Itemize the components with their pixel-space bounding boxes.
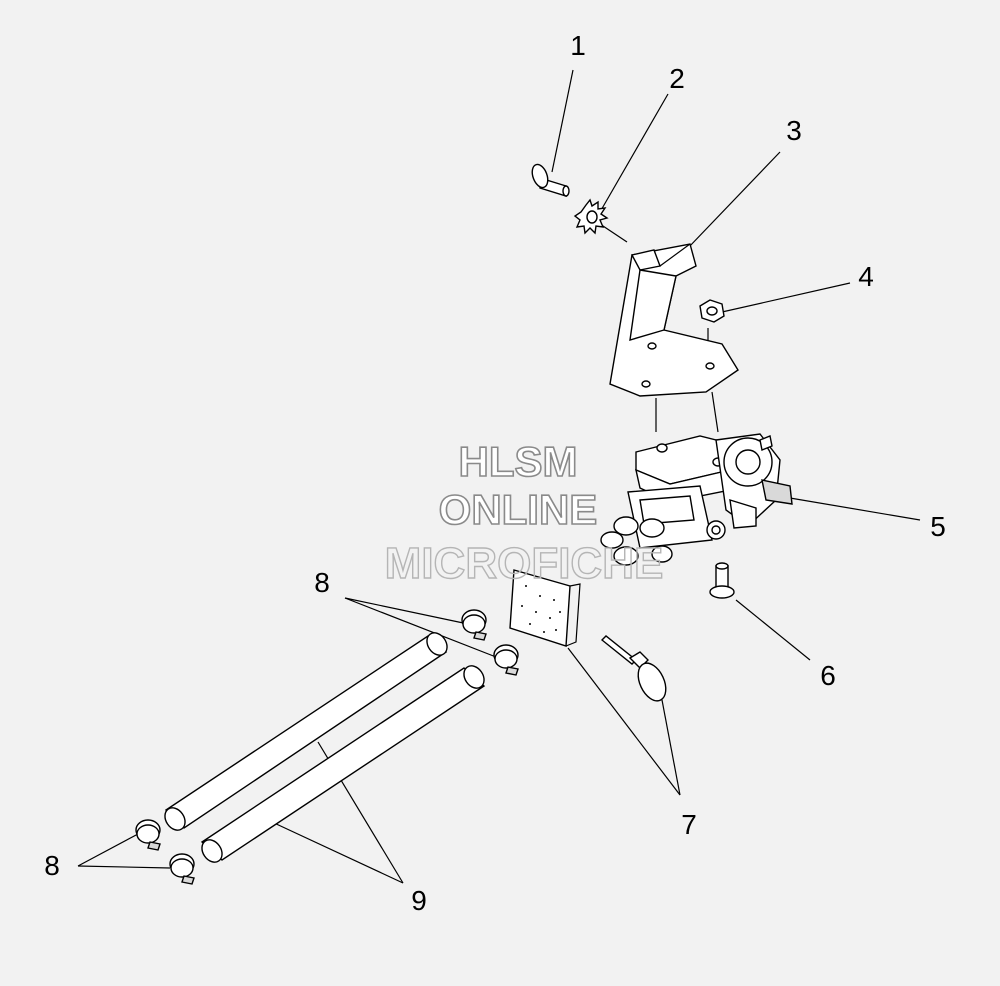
leader-8b-bottom	[77, 865, 171, 869]
watermark-line-1: HLSM	[459, 438, 578, 485]
watermark-line-3: MICROFICHE	[385, 539, 664, 588]
callout-8-upper: 8	[314, 567, 330, 598]
callout-6: 6	[820, 660, 836, 691]
guide-line-right	[711, 391, 719, 433]
leader-7b	[661, 699, 681, 796]
leader-5	[789, 497, 921, 521]
part-7-pad-and-strap	[509, 569, 667, 702]
leader-3	[687, 151, 781, 249]
callout-7: 7	[681, 809, 697, 840]
leader-7a	[567, 647, 681, 796]
pad-texture	[521, 585, 561, 633]
hose-lower	[200, 665, 486, 863]
clamp-bottom-1	[135, 819, 161, 851]
watermark-line-2: ONLINE	[439, 486, 598, 533]
leader-1	[551, 69, 574, 173]
leader-2	[599, 93, 669, 213]
callout-8-lower: 8	[44, 850, 60, 881]
part-3-bracket	[609, 243, 739, 397]
clamp-top-2	[493, 644, 519, 676]
leader-9b	[271, 821, 404, 884]
callout-numbers: 1 2 3 4 5 6 7 8 8 9	[44, 30, 946, 916]
part-4-hex-nut	[699, 299, 725, 323]
callout-3: 3	[786, 115, 802, 146]
callout-1: 1	[570, 30, 586, 61]
part-2-star-washer	[573, 198, 609, 235]
callout-4: 4	[858, 261, 874, 292]
leader-8b-top	[77, 833, 139, 867]
callout-2: 2	[669, 63, 685, 94]
part-5-valve-assembly	[600, 433, 793, 566]
watermark: HLSM ONLINE MICROFICHE	[384, 437, 664, 589]
callout-5: 5	[930, 511, 946, 542]
clamp-top-1	[461, 609, 487, 641]
clamp-bottom-2	[169, 853, 195, 885]
part-9-hoses	[164, 632, 486, 863]
part-6-screw	[709, 562, 735, 599]
leader-4	[721, 282, 851, 313]
callout-9: 9	[411, 885, 427, 916]
leader-2-bracket	[599, 223, 628, 243]
leader-8a-top	[344, 597, 469, 625]
part-1-pin	[531, 163, 570, 197]
leader-8a-bottom	[344, 597, 497, 658]
hose-upper	[164, 632, 448, 831]
part-8-clamps	[135, 609, 519, 885]
leader-6	[735, 599, 811, 661]
